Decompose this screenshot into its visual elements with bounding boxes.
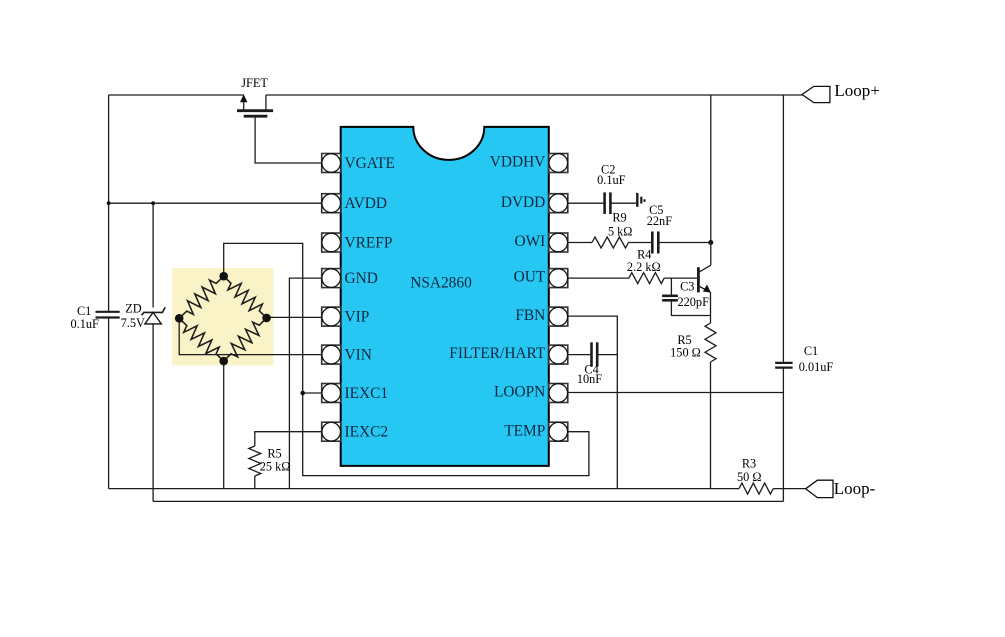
svg-text:GND: GND [345,270,378,287]
svg-text:0.01uF: 0.01uF [799,360,834,374]
svg-text:22nF: 22nF [647,214,672,228]
svg-text:C3: C3 [680,279,694,293]
svg-text:VIP: VIP [345,308,370,325]
svg-text:25 kΩ: 25 kΩ [260,460,291,474]
svg-text:R5: R5 [677,333,691,347]
svg-text:R5: R5 [267,447,281,461]
svg-text:IEXC2: IEXC2 [345,424,389,441]
svg-text:AVDD: AVDD [345,195,387,212]
svg-text:OWI: OWI [515,233,546,250]
svg-text:0.1uF: 0.1uF [71,317,100,331]
svg-text:150 Ω: 150 Ω [670,346,701,360]
svg-text:R3: R3 [742,457,756,471]
svg-text:NSA2860: NSA2860 [410,275,472,292]
svg-text:50 Ω: 50 Ω [737,470,762,484]
svg-text:220pF: 220pF [677,295,709,309]
svg-text:TEMP: TEMP [504,422,545,439]
svg-text:R4: R4 [637,247,651,261]
svg-text:C1: C1 [804,344,818,358]
svg-text:C1: C1 [77,304,91,318]
svg-text:VDDHV: VDDHV [490,154,546,171]
svg-text:10nF: 10nF [577,372,602,386]
svg-text:C5: C5 [649,203,663,217]
svg-text:FBN: FBN [515,307,545,324]
svg-text:C4: C4 [584,363,598,377]
svg-text:OUT: OUT [514,269,546,286]
svg-text:0.1uF: 0.1uF [597,173,626,187]
svg-text:VIN: VIN [345,346,372,363]
svg-text:DVDD: DVDD [501,194,545,211]
svg-text:R9: R9 [612,211,626,225]
svg-text:C2: C2 [601,163,615,177]
svg-text:ZD: ZD [125,302,142,316]
svg-text:7.5V: 7.5V [121,316,145,330]
svg-text:VGATE: VGATE [345,155,395,172]
svg-text:VREFP: VREFP [345,234,393,251]
svg-text:IEXC1: IEXC1 [345,385,389,402]
svg-text:Loop+: Loop+ [834,81,879,100]
svg-text:2.2 kΩ: 2.2 kΩ [627,260,661,274]
svg-text:Loop-: Loop- [834,479,876,498]
svg-text:FILTER/HART: FILTER/HART [449,345,546,362]
svg-text:LOOPN: LOOPN [494,384,545,401]
svg-text:JFET: JFET [241,76,268,90]
svg-text:5 kΩ: 5 kΩ [608,225,633,239]
